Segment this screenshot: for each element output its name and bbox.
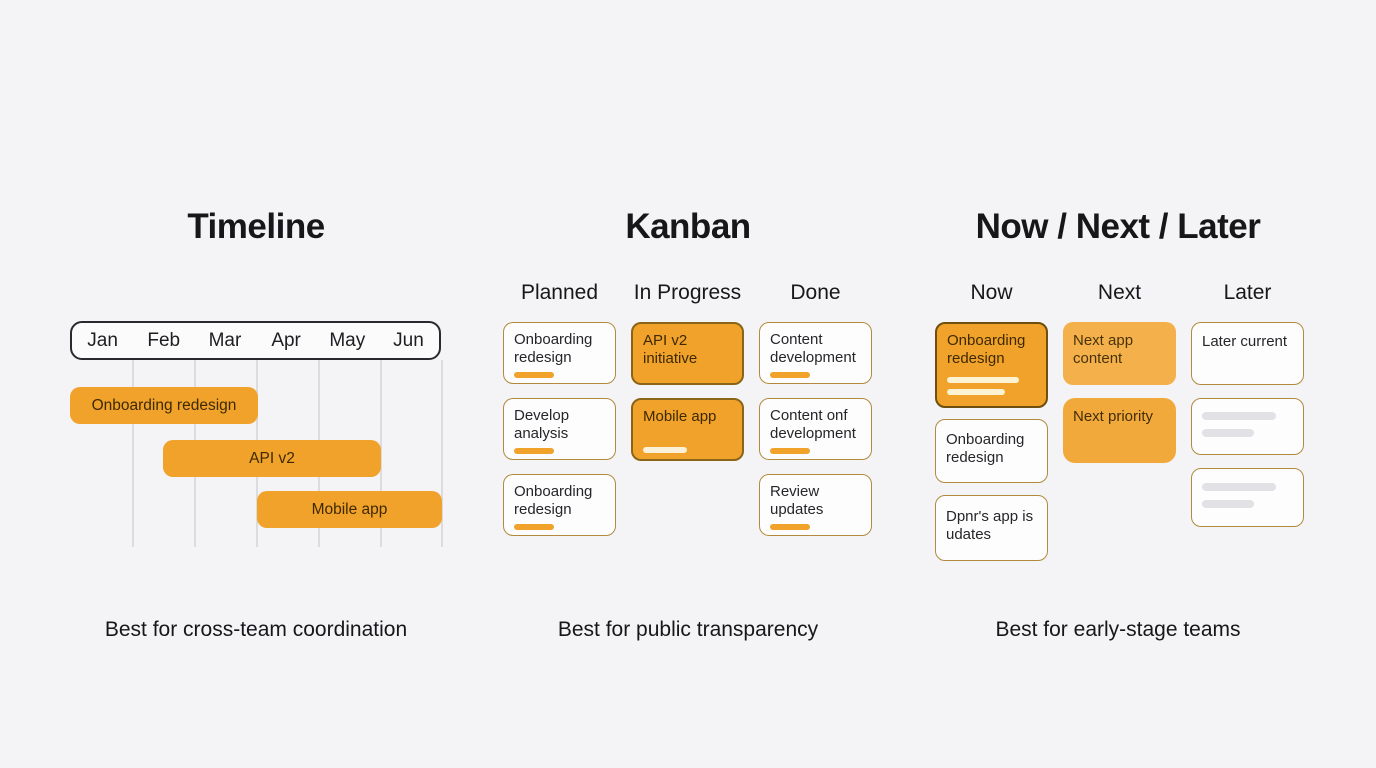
timeline-bar-label: API v2 bbox=[249, 449, 295, 467]
card-title: Dpnr's app is udates bbox=[946, 508, 1034, 544]
progress-pill bbox=[514, 371, 554, 378]
card-title: Onboarding redesign bbox=[947, 332, 1026, 368]
kanban-card-in-progress-1[interactable]: API v2 initiative bbox=[631, 322, 744, 385]
nnl-column-header-later: Later bbox=[1223, 281, 1272, 304]
card-title: Onboarding redesign bbox=[514, 331, 593, 367]
progress-pill bbox=[643, 447, 687, 454]
timeline-bar-label: Mobile app bbox=[311, 500, 388, 518]
kanban-column-header-in-progress: In Progress bbox=[633, 281, 742, 304]
nnl-card-later-1[interactable]: Later current bbox=[1191, 322, 1304, 385]
nnl-card-later-3[interactable] bbox=[1191, 468, 1304, 527]
card-title: Review updates bbox=[770, 483, 824, 519]
skeleton-line bbox=[947, 376, 1019, 383]
timeline-gridline-5 bbox=[380, 360, 382, 547]
timeline-month-header: Jan Feb Mar Apr May Jun bbox=[70, 321, 441, 360]
nnl-column-header-next: Next bbox=[1097, 281, 1142, 304]
card-title: Later current bbox=[1202, 333, 1288, 350]
card-title: API v2 initiative bbox=[643, 332, 698, 368]
kanban-panel-title: Kanban bbox=[625, 207, 751, 246]
timeline-bar-label: Onboarding redesign bbox=[91, 396, 237, 414]
timeline-bar-mobile-app[interactable]: Mobile app bbox=[257, 491, 442, 528]
timeline-panel-title: Timeline bbox=[187, 207, 325, 246]
timeline-bar-api-v2[interactable]: API v2 bbox=[163, 440, 381, 477]
nnl-card-later-2[interactable] bbox=[1191, 398, 1304, 455]
skeleton-line bbox=[947, 388, 1005, 395]
card-title: Next priority bbox=[1073, 408, 1154, 425]
month-label-feb: Feb bbox=[147, 329, 181, 351]
card-title: Content onf development bbox=[770, 407, 856, 443]
kanban-card-planned-3[interactable]: Onboarding redesign bbox=[503, 474, 616, 536]
skeleton-line bbox=[1202, 429, 1254, 437]
month-label-apr: Apr bbox=[271, 329, 301, 351]
timeline-gridline-6 bbox=[441, 360, 443, 547]
kanban-card-planned-1[interactable]: Onboarding redesign bbox=[503, 322, 616, 384]
kanban-card-done-1[interactable]: Content development bbox=[759, 322, 872, 384]
kanban-card-in-progress-2[interactable]: Mobile app bbox=[631, 398, 744, 461]
card-title: Next app content bbox=[1073, 332, 1134, 368]
now-next-later-panel-title: Now / Next / Later bbox=[975, 207, 1261, 246]
nnl-card-next-2[interactable]: Next priority bbox=[1063, 398, 1176, 463]
now-next-later-caption: Best for early-stage teams bbox=[995, 618, 1241, 641]
skeleton-line bbox=[1202, 500, 1254, 508]
nnl-card-next-1[interactable]: Next app content bbox=[1063, 322, 1176, 385]
kanban-column-header-done: Done bbox=[790, 281, 841, 304]
kanban-caption: Best for public transparency bbox=[557, 618, 819, 641]
nnl-card-now-2[interactable]: Onboarding redesign bbox=[935, 419, 1048, 483]
month-label-may: May bbox=[329, 329, 366, 351]
nnl-column-header-now: Now bbox=[970, 281, 1013, 304]
nnl-card-now-1[interactable]: Onboarding redesign bbox=[935, 322, 1048, 408]
nnl-card-now-3[interactable]: Dpnr's app is udates bbox=[935, 495, 1048, 561]
progress-pill bbox=[770, 447, 810, 454]
kanban-column-header-planned: Planned bbox=[520, 281, 599, 304]
card-title: Onboarding redesign bbox=[946, 431, 1025, 467]
progress-pill bbox=[514, 523, 554, 530]
kanban-card-planned-2[interactable]: Develop analysis bbox=[503, 398, 616, 460]
card-title: Onboarding redesign bbox=[514, 483, 593, 519]
timeline-caption: Best for cross-team coordination bbox=[104, 618, 408, 641]
card-title: Content development bbox=[770, 331, 856, 367]
month-label-mar: Mar bbox=[208, 329, 242, 351]
kanban-card-done-2[interactable]: Content onf development bbox=[759, 398, 872, 460]
progress-pill bbox=[514, 447, 554, 454]
skeleton-line bbox=[1202, 483, 1276, 491]
month-label-jun: Jun bbox=[393, 329, 424, 351]
card-title: Develop analysis bbox=[514, 407, 570, 443]
progress-pill bbox=[770, 371, 810, 378]
progress-pill bbox=[770, 523, 810, 530]
kanban-card-done-3[interactable]: Review updates bbox=[759, 474, 872, 536]
month-label-jan: Jan bbox=[87, 329, 118, 351]
card-title: Mobile app bbox=[643, 408, 717, 425]
timeline-gridline-1 bbox=[132, 360, 134, 547]
timeline-bar-onboarding-redesign[interactable]: Onboarding redesign bbox=[70, 387, 258, 424]
skeleton-line bbox=[1202, 412, 1276, 420]
